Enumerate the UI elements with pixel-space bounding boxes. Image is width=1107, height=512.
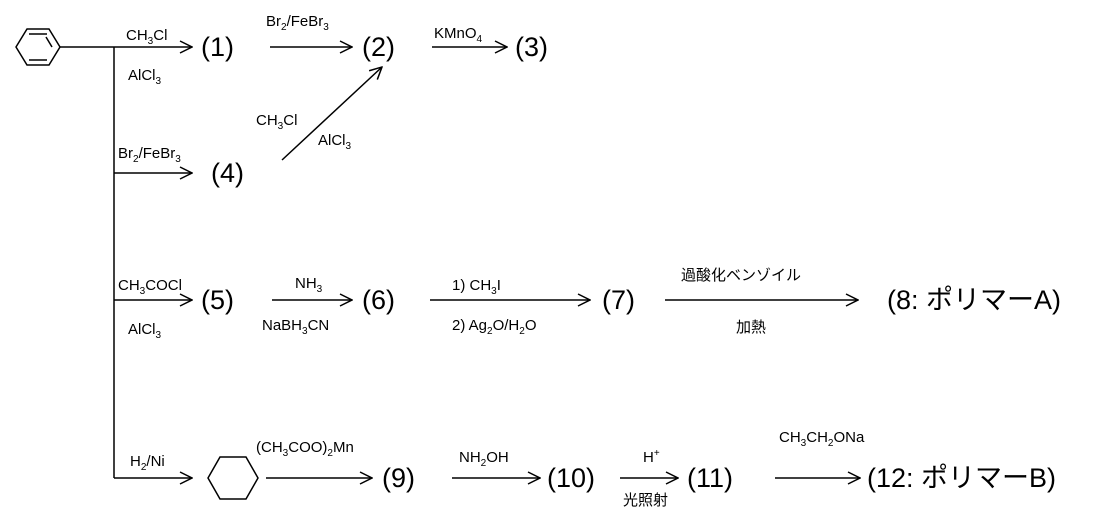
reagent-10-top: NH2OH (459, 449, 509, 469)
compound-12-polymer-b: (12: ポリマーB) (867, 463, 1056, 493)
reagent-h2-ni: H2/Ni (130, 453, 165, 473)
compound-4: (4) (211, 158, 244, 188)
cyclohexane-ring (207, 456, 259, 500)
compound-1: (1) (201, 32, 234, 62)
reagent-8-top: 過酸化ベンゾイル (681, 267, 801, 284)
reagent-5-top: CH3COCl (118, 277, 182, 297)
compound-2: (2) (362, 32, 395, 62)
reagent-1-bottom: AlCl3 (128, 67, 162, 87)
compound-8-polymer-a: (8: ポリマーA) (887, 285, 1061, 315)
reagent-6-top: NH3 (295, 275, 323, 295)
benzene-ring (15, 28, 61, 66)
reagent-4d-bottom: AlCl3 (318, 132, 352, 152)
compound-5: (5) (201, 285, 234, 315)
compound-7: (7) (602, 285, 635, 315)
compound-10: (10) (547, 463, 595, 493)
reagent-1-top: CH3Cl (126, 27, 167, 47)
reagent-9-top: (CH3COO)2Mn (256, 439, 354, 459)
compound-6: (6) (362, 285, 395, 315)
arrow-4-to-2 (281, 67, 382, 161)
reagent-11-top: H+ (643, 448, 660, 466)
reagent-7-top: 1) CH3I (452, 277, 501, 297)
reagent-8-bottom: 加熱 (736, 319, 766, 336)
compound-11: (11) (687, 463, 733, 493)
compound-3: (3) (515, 32, 548, 62)
reagent-2-top: Br2/FeBr3 (266, 13, 329, 33)
reagent-3-top: KMnO4 (434, 25, 483, 45)
reagent-5-bottom: AlCl3 (128, 321, 162, 341)
reagent-4d-top: CH3Cl (256, 112, 297, 132)
reagent-11-bottom: 光照射 (623, 492, 668, 509)
reagent-7-bottom: 2) Ag2O/H2O (452, 317, 537, 337)
reagent-6-bottom: NaBH3CN (262, 317, 329, 337)
reagent-4-top: Br2/FeBr3 (118, 145, 181, 165)
compound-9: (9) (382, 463, 415, 493)
reagent-12-top: CH3CH2ONa (779, 429, 865, 449)
